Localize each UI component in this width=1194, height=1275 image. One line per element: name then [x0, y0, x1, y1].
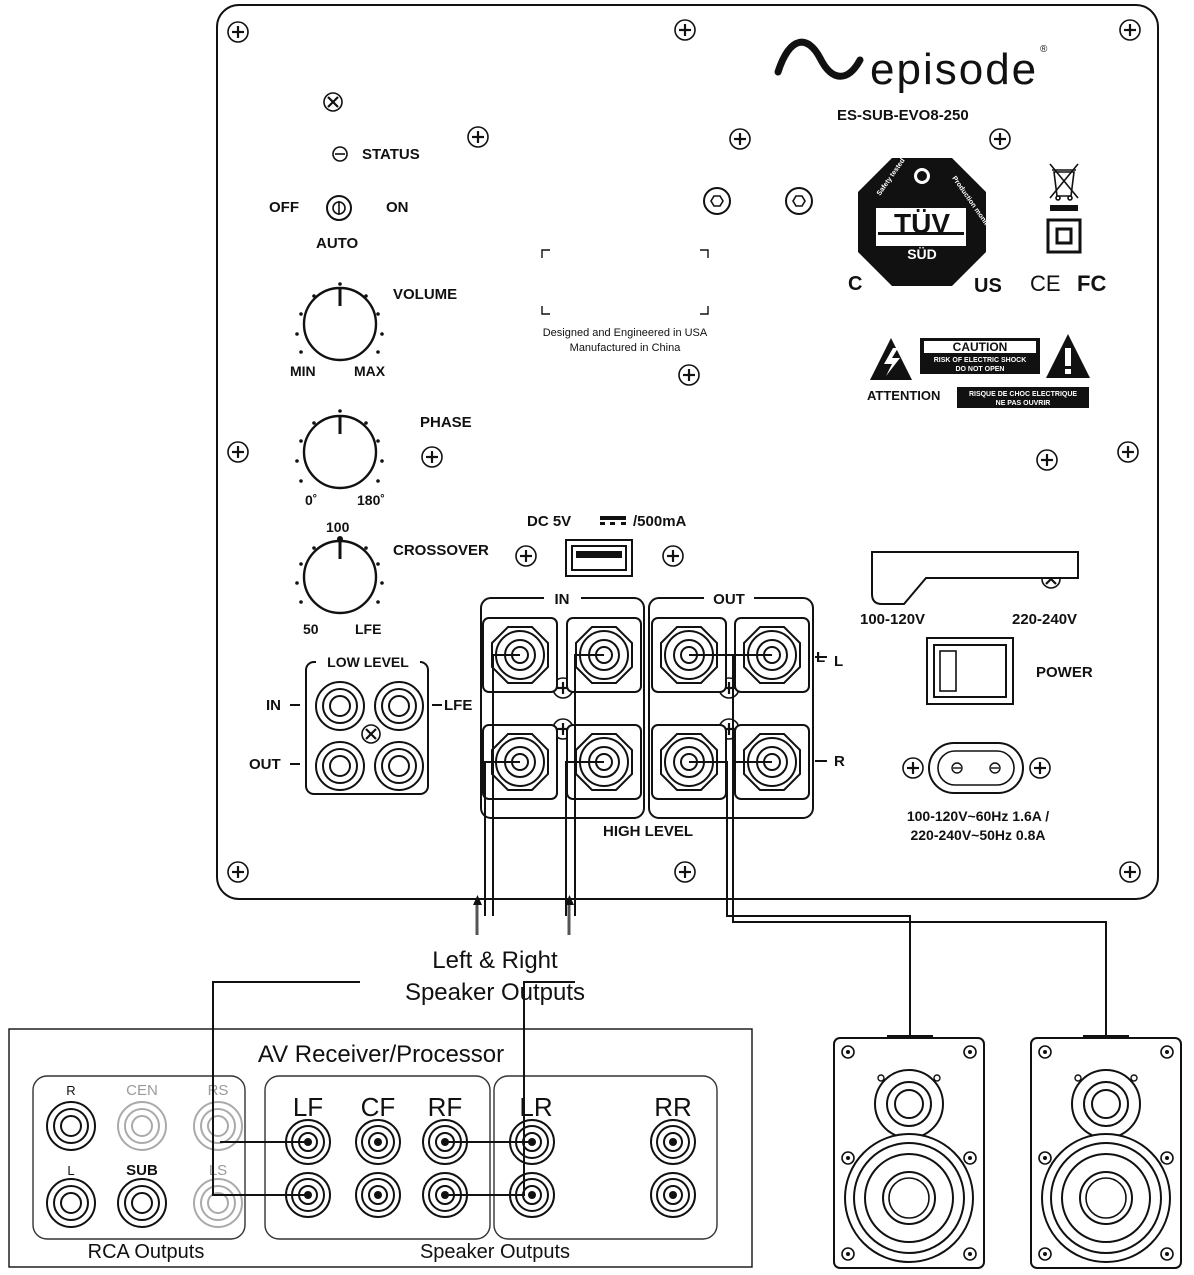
tuv-certification-icon: [858, 158, 986, 286]
callout-line1: Left & Right: [432, 947, 558, 974]
low-level-out-label: OUT: [249, 756, 281, 773]
status-led-icon: [332, 146, 348, 162]
attention-line2: NE PAS OUVRIR: [996, 400, 1051, 407]
power-rating-line2: 220-240V~50Hz 0.8A: [910, 827, 1045, 843]
rca-label-rs: RS: [208, 1082, 229, 1099]
rca-label-cen: CEN: [126, 1082, 158, 1099]
right-speaker-icon: [1030, 1037, 1182, 1269]
brand-logo-text: episode: [870, 45, 1038, 94]
speaker-outputs-group-rear: [493, 1075, 718, 1240]
attention-box: [957, 387, 1089, 408]
spk-label-cf: CF: [361, 1092, 396, 1122]
rca-outputs-caption: RCA Outputs: [88, 1241, 205, 1263]
rca-label-r: R: [66, 1083, 75, 1098]
crossover-knob[interactable]: [302, 539, 378, 615]
channel-l-text: L: [834, 653, 843, 670]
dc-current-label: /500mA: [633, 513, 687, 530]
weee-bar-icon: [1050, 205, 1078, 211]
spk-label-rf: RF: [428, 1092, 463, 1122]
hex-fastener-icon: [703, 187, 813, 215]
low-level-lfe-label: LFE: [444, 697, 472, 714]
spk-label-rr: RR: [654, 1092, 692, 1122]
volume-min-label: MIN: [290, 363, 316, 379]
sud-text: SÜD: [907, 246, 937, 262]
cert-us-text: US: [974, 275, 1002, 297]
volume-label: VOLUME: [393, 286, 457, 303]
speaker-outputs-group-front: [264, 1075, 491, 1240]
manufactured-in-text: Manufactured in China: [570, 342, 682, 354]
double-insulation-icon: [1046, 218, 1082, 254]
registered-mark: ®: [1040, 44, 1048, 55]
rca-label-l: L: [67, 1163, 74, 1178]
auto-off-label: OFF: [269, 199, 299, 216]
tuv-text: TÜV: [894, 208, 950, 239]
speaker-outputs-caption: Speaker Outputs: [420, 1241, 570, 1263]
episode-wave-logo-icon: [774, 38, 864, 80]
phase-min-label: 0˚: [305, 492, 317, 508]
voltage-high-label: 220-240V: [1012, 611, 1077, 628]
caution-line2: DO NOT OPEN: [955, 366, 1004, 373]
low-level-title: LOW LEVEL: [327, 654, 409, 670]
model-number: ES-SUB-EVO8-250: [837, 107, 969, 124]
usb-port[interactable]: [565, 539, 633, 577]
crossover-knob-dots: [295, 536, 384, 604]
crossover-min-label: 50: [303, 621, 319, 637]
high-level-in-label: IN: [555, 591, 570, 608]
caution-exclamation-icon: [1046, 334, 1090, 378]
callout-wires: [475, 905, 571, 935]
auto-switch[interactable]: [326, 195, 352, 221]
auto-label: AUTO: [316, 235, 359, 252]
high-level-title: HIGH LEVEL: [603, 823, 693, 840]
phase-label: PHASE: [420, 414, 472, 431]
left-speaker-icon: [833, 1037, 985, 1269]
weee-bin-icon: [1049, 163, 1079, 201]
auto-on-label: ON: [386, 199, 409, 216]
crossover-label: CROSSOVER: [393, 542, 489, 559]
callout-line2: Speaker Outputs: [405, 979, 585, 1006]
crossover-max-label: LFE: [355, 621, 381, 637]
volume-knob[interactable]: [302, 286, 378, 362]
attention-label: ATTENTION: [867, 388, 940, 403]
spk-label-lf: LF: [293, 1092, 323, 1122]
label-area-corners: [541, 249, 709, 315]
status-label: STATUS: [362, 146, 420, 163]
receiver-title: AV Receiver/Processor: [258, 1041, 504, 1068]
high-level-out-label: OUT: [713, 591, 745, 608]
volume-max-label: MAX: [354, 363, 386, 379]
ce-mark-text: CE: [1030, 271, 1061, 296]
channel-r-text: R: [834, 753, 845, 770]
rca-label-sub: SUB: [126, 1162, 158, 1179]
power-inlet-port[interactable]: [928, 742, 1024, 794]
phase-knob-dots: [295, 409, 384, 483]
phase-max-label: 180˚: [357, 492, 385, 508]
fcc-mark-text: FC: [1077, 271, 1106, 296]
voltage-selector[interactable]: [871, 551, 1079, 605]
rca-outputs-group: [32, 1075, 246, 1240]
power-label: POWER: [1036, 664, 1093, 681]
receiver-wires: [212, 981, 575, 1196]
speaker-output-wires: [484, 654, 1129, 1046]
dc-symbol-icon: [600, 516, 626, 525]
rca-label-ls: LS: [209, 1162, 227, 1179]
caution-line1: RISK OF ELECTRIC SHOCK: [934, 357, 1027, 364]
phase-knob[interactable]: [302, 414, 378, 490]
low-level-in-label: IN: [266, 697, 281, 714]
attention-line1: RISQUE DE CHOC ELECTRIQUE: [969, 391, 1077, 398]
caution-title: CAUTION: [953, 340, 1008, 354]
dc-voltage-label: DC 5V: [527, 513, 571, 530]
crossover-top-label: 100: [326, 519, 350, 535]
cert-c-text: C: [848, 273, 862, 295]
power-switch[interactable]: [926, 637, 1014, 705]
power-rating-line1: 100-120V~60Hz 1.6A /: [907, 808, 1049, 824]
caution-lightning-icon: [870, 338, 912, 380]
designed-in-text: Designed and Engineered in USA: [543, 327, 708, 339]
signal-arrows-icon: [473, 895, 574, 905]
voltage-low-label: 100-120V: [860, 611, 925, 628]
